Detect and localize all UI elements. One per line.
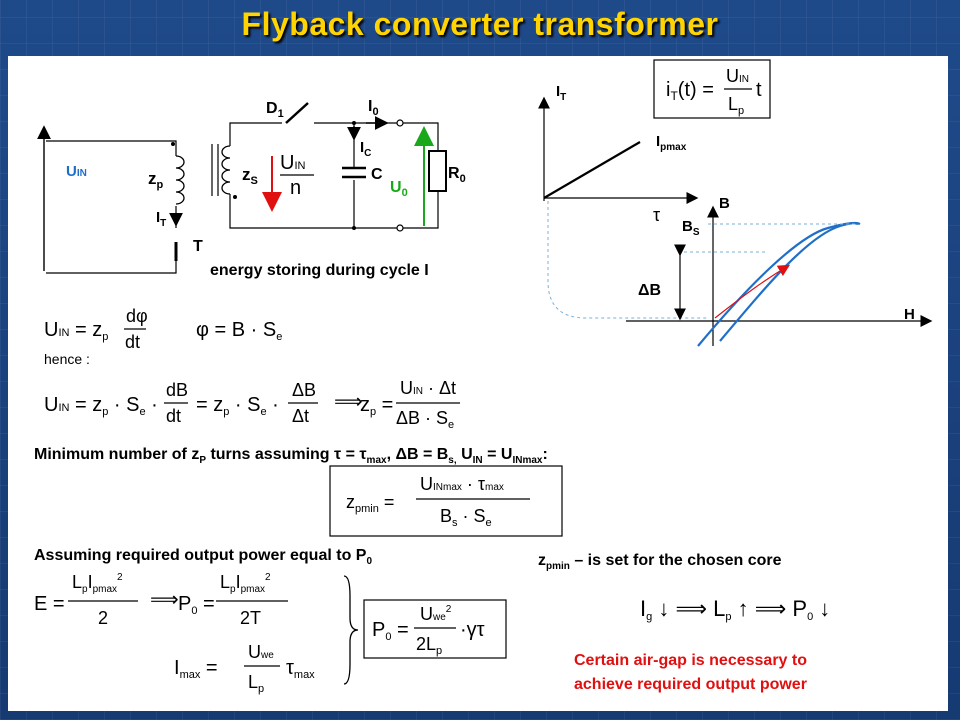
junction-bottom: [352, 226, 356, 230]
junction-top: [352, 121, 356, 125]
eq2-lhs: UIN = zp · Se ·: [44, 394, 158, 418]
diode-d1: [285, 102, 309, 124]
equations: UIN = zp dφ dt φ = B · Se hence : UIN = …: [34, 306, 830, 695]
ipmax-label: Ipmax: [656, 133, 687, 153]
eq3-num: UIN · Δt: [400, 378, 456, 398]
zpmin-box: [329, 465, 563, 537]
bh-loop-upper: [719, 221, 861, 342]
b-label: B: [719, 195, 730, 212]
p0r-gamma-tau: ·γτ: [460, 619, 485, 641]
c-label: C: [371, 166, 383, 183]
imax-lhs: Imax =: [174, 657, 218, 681]
resistor-r0: [428, 150, 447, 192]
imax-num: Uwe: [248, 642, 274, 662]
airgap-chain: Ig ↓ ⟹ Lp ↑ ⟹ P0 ↓: [640, 596, 830, 623]
imax-tau: τmax: [286, 657, 315, 681]
eq2-den: dt: [166, 406, 181, 426]
primary-wire: [46, 140, 177, 274]
d1-label: D1: [266, 100, 284, 120]
zs-label: zS: [242, 165, 258, 187]
power-text: Assuming required output power equal to …: [34, 547, 372, 567]
slide-title: Flyback converter transformer: [241, 6, 719, 42]
formula-t: t: [756, 79, 762, 101]
ratio-numerator: UIN: [280, 152, 306, 174]
p0r-den: 2Lp: [416, 634, 442, 657]
zp-label: zp: [148, 169, 164, 191]
it-axis-label: IT: [556, 83, 566, 103]
p0r-lhs: P0 =: [372, 619, 409, 643]
bh-plot: B H BS ΔB: [626, 195, 933, 347]
r0-label: R0: [448, 165, 466, 185]
imax-den: Lp: [248, 672, 264, 695]
current-ramp: [543, 141, 641, 199]
eq1-num: dφ: [126, 306, 148, 326]
h-label: H: [904, 306, 915, 323]
energy-num: LpIpmax2: [72, 572, 123, 595]
secondary-dot: [233, 195, 237, 199]
p0-den: 2T: [240, 608, 261, 628]
flyback-circuit: UIN zp zS IT T D1 I0 IC C R0 U0 UIN n en…: [37, 98, 466, 279]
airgap-note-line1: Certain air-gap is necessary to: [574, 652, 807, 669]
slide-drawing: UIN zp zS IT T D1 I0 IC C R0 U0 UIN n en…: [34, 59, 933, 695]
bs-label: BS: [682, 218, 700, 238]
eq1-lhs: UIN = zp: [44, 319, 108, 343]
eq3-den: ΔB · Se: [396, 408, 454, 431]
u0-label: U0: [390, 179, 408, 199]
bh-loop-lower: [697, 222, 859, 347]
primary-dot: [171, 142, 175, 146]
eq-phi: φ = B · Se: [196, 319, 282, 343]
eq2b-den: Δt: [292, 406, 309, 426]
implies-2: ⟹: [150, 589, 179, 611]
eq3-lhs: zp =: [360, 394, 393, 418]
formula-lhs: iT(t) =: [666, 79, 714, 103]
energy-lhs: E =: [34, 593, 65, 615]
ic-label: IC: [360, 139, 371, 159]
eq1-den: dt: [125, 332, 140, 352]
t-label: T: [193, 238, 203, 255]
terminal-top: [396, 119, 404, 127]
brace: [343, 575, 359, 685]
min-turns-text: Minimum number of zP turns assuming τ = …: [34, 446, 548, 466]
content-panel: UIN zp zS IT T D1 I0 IC C R0 U0 UIN n en…: [8, 56, 948, 711]
secondary-coil: [221, 145, 231, 195]
implies-1: ⟹: [334, 391, 363, 413]
eq2-num: dB: [166, 380, 188, 400]
delta-b-label: ΔB: [638, 282, 661, 299]
ratio-denominator: n: [290, 177, 301, 199]
primary-coil: [175, 155, 185, 205]
energy-den: 2: [98, 608, 108, 628]
formula-den: Lp: [728, 94, 744, 117]
hence-label: hence :: [44, 351, 90, 367]
current-plot: IT Ipmax τ iT(t) = UIN Lp t: [538, 59, 771, 319]
load-wire: [403, 122, 439, 229]
eq2b-num: ΔB: [292, 380, 316, 400]
p0-num: LpIpmax2: [220, 572, 271, 595]
circuit-caption: energy storing during cycle I: [210, 262, 429, 279]
dashed-link: [547, 201, 708, 319]
zpmin-note: zpmin – is set for the chosen core: [538, 552, 782, 572]
zpmin-den: Bs · Se: [440, 506, 492, 529]
formula-num: UIN: [726, 66, 749, 86]
terminal-bottom: [396, 224, 404, 232]
airgap-note-line2: achieve required output power: [574, 676, 807, 693]
tau-label: τ: [653, 205, 660, 225]
it-label: IT: [156, 209, 166, 229]
u-in-label: UIN: [66, 163, 87, 180]
i0-label: I0: [368, 98, 379, 118]
bh-minor-path: [714, 264, 791, 319]
p0-lhs: P0 =: [178, 593, 215, 617]
eq2-mid: = zp · Se ·: [196, 394, 279, 418]
p0-result-box: [363, 599, 507, 659]
